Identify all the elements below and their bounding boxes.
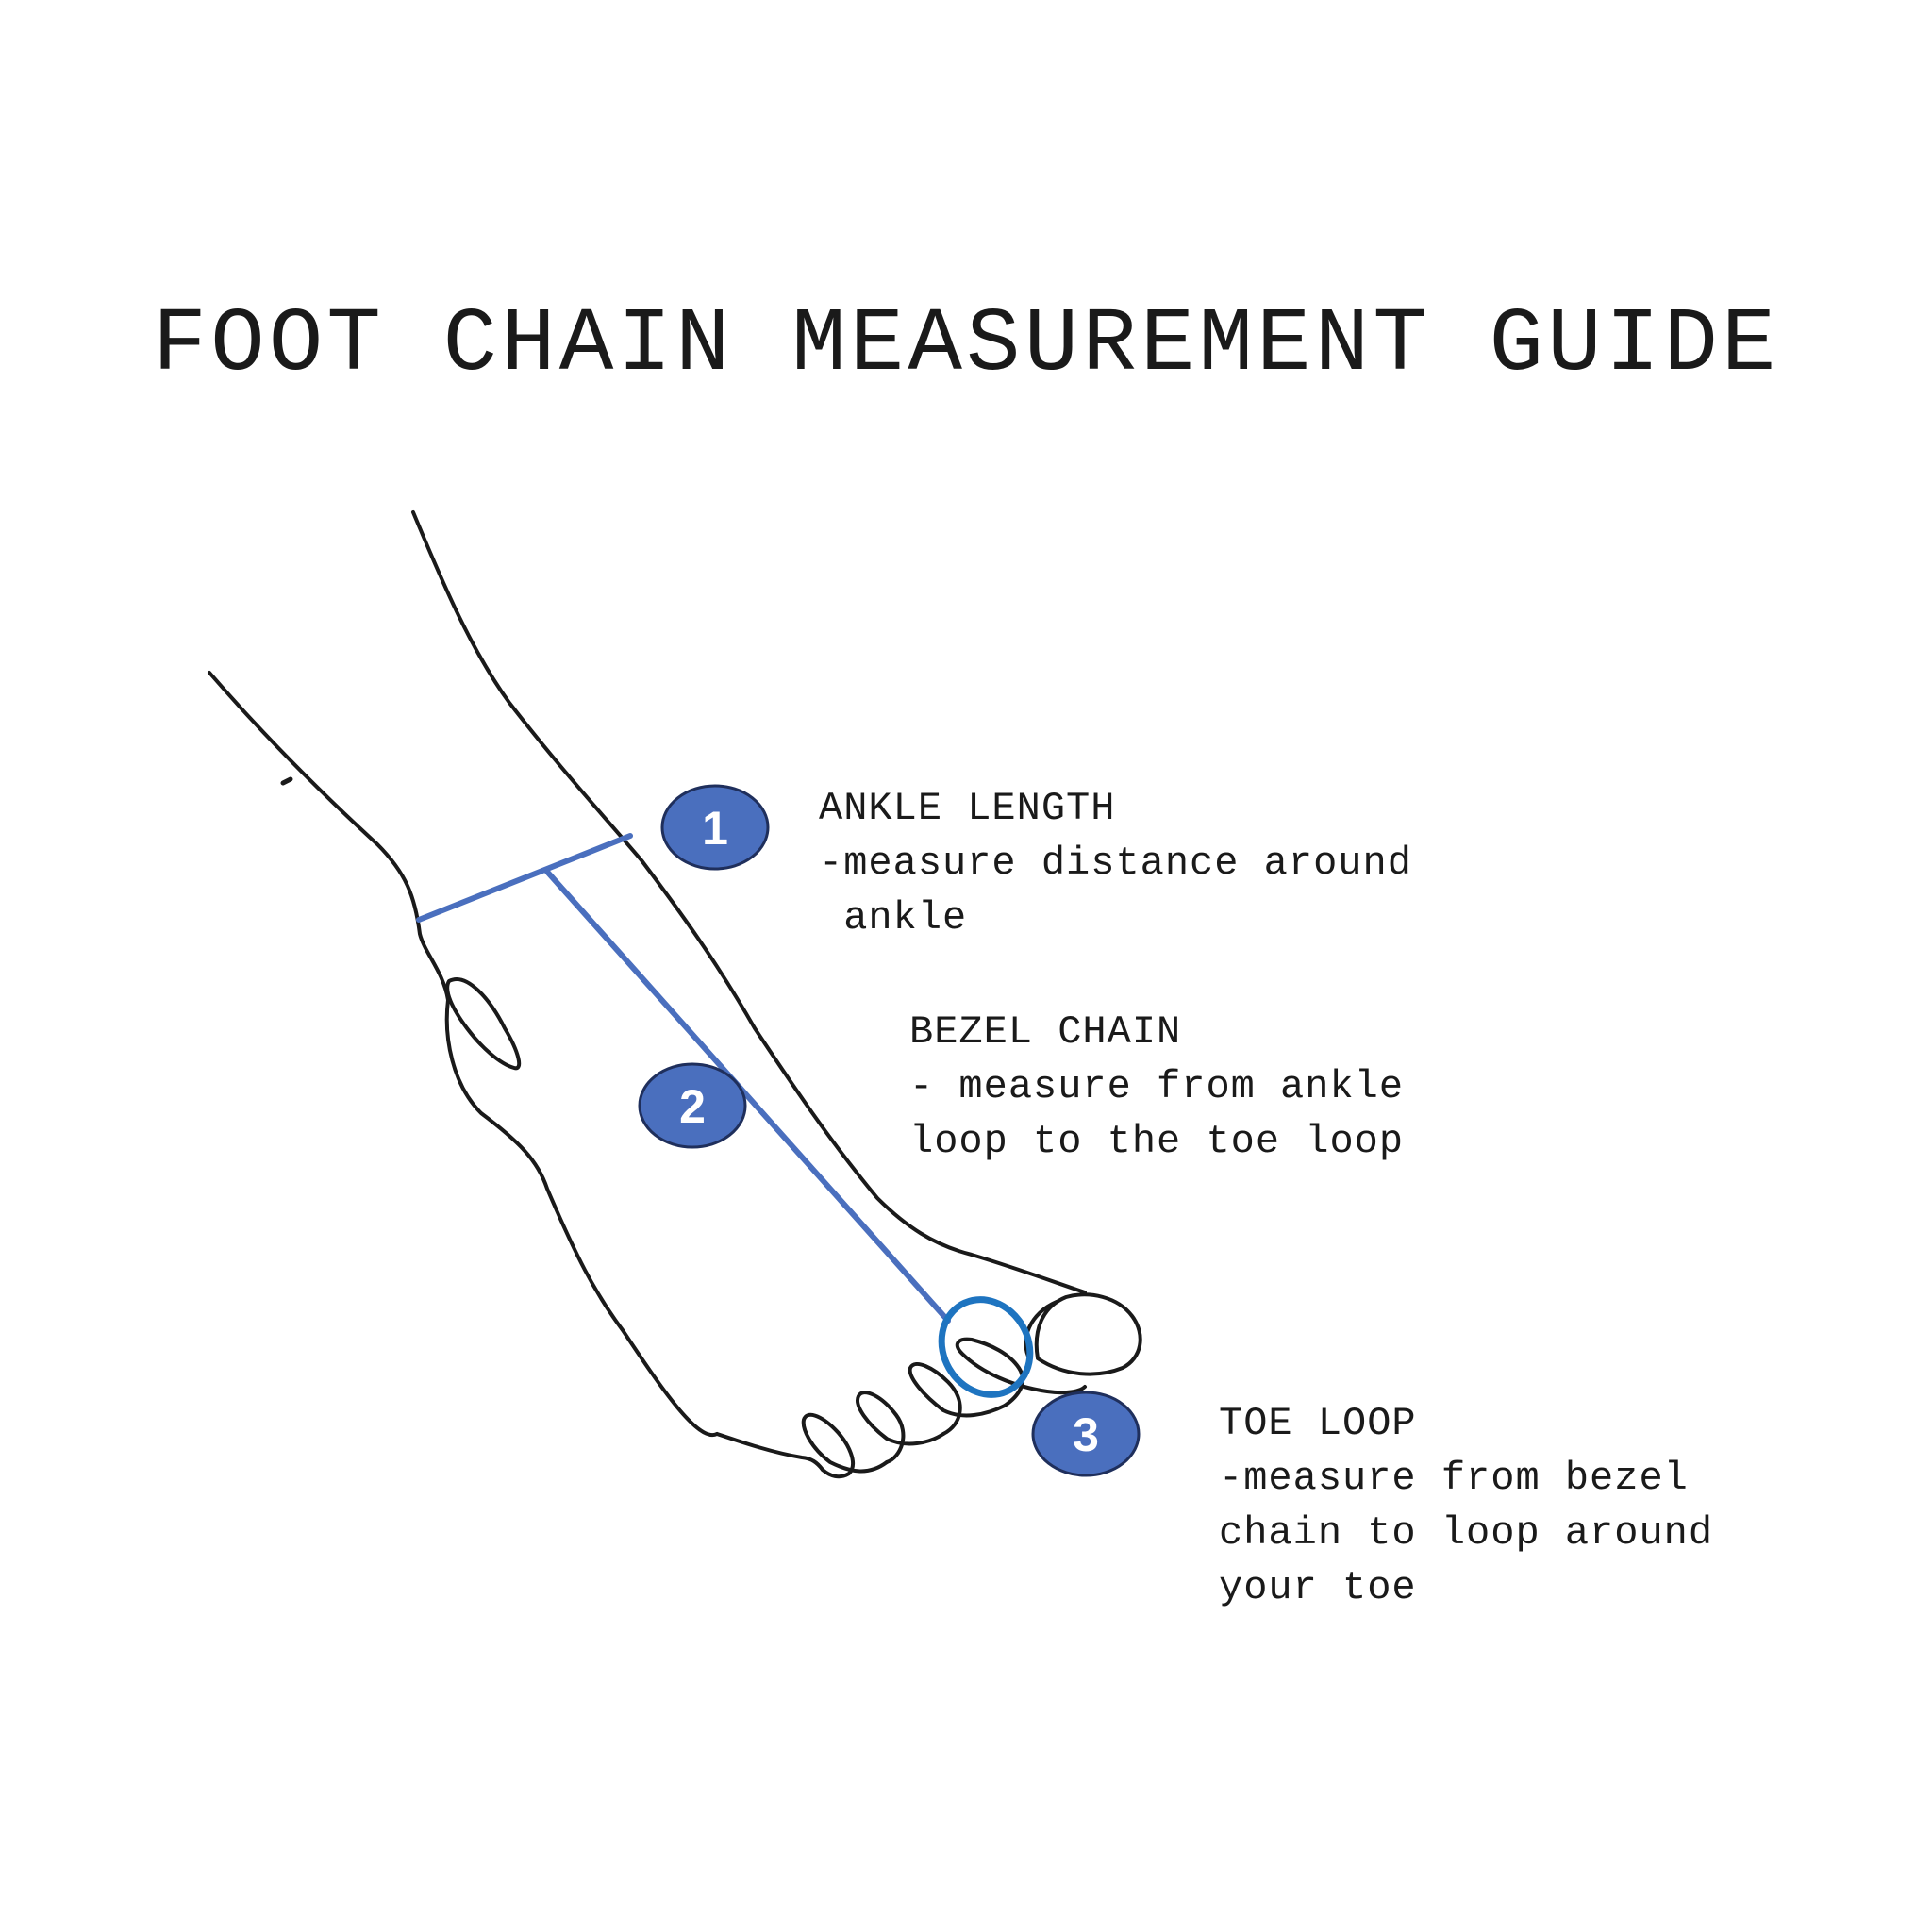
step-badge-1: 1	[660, 784, 770, 871]
step-2-label: BEZEL CHAIN - measure from ankle loop to…	[909, 1005, 1404, 1169]
step-badge-3: 3	[1031, 1391, 1141, 1477]
step-2-line-1: - measure from ankle	[909, 1064, 1405, 1109]
step-3-label: TOE LOOP -measure from bezel chain to lo…	[1219, 1396, 1713, 1615]
step-3-line-2: chain to loop around	[1219, 1510, 1714, 1556]
step-1-line-2: ankle	[819, 895, 968, 941]
measurement-lines	[416, 833, 951, 1324]
step-1-heading: ANKLE LENGTH	[819, 786, 1116, 831]
step-2-heading: BEZEL CHAIN	[909, 1009, 1182, 1055]
toe-loop-ring	[938, 1296, 1034, 1398]
step-3-line-3: your toe	[1219, 1565, 1417, 1610]
badge-number-3: 3	[1073, 1408, 1099, 1461]
step-2-line-2: loop to the toe loop	[909, 1119, 1405, 1164]
step-1-line-1: -measure distance around	[819, 841, 1412, 886]
step-3-heading: TOE LOOP	[1219, 1401, 1417, 1446]
step-3-line-1: -measure from bezel	[1219, 1456, 1689, 1501]
badge-number-1: 1	[702, 802, 728, 855]
step-1-label: ANKLE LENGTH -measure distance around an…	[819, 781, 1412, 945]
page-title: FOOT CHAIN MEASUREMENT GUIDE	[152, 293, 1780, 396]
foot-outline	[208, 510, 1142, 1479]
badge-number-2: 2	[679, 1080, 706, 1133]
bezel-chain-line	[544, 869, 951, 1324]
ankle-measure-line	[416, 833, 633, 923]
step-badge-2: 2	[638, 1062, 747, 1149]
